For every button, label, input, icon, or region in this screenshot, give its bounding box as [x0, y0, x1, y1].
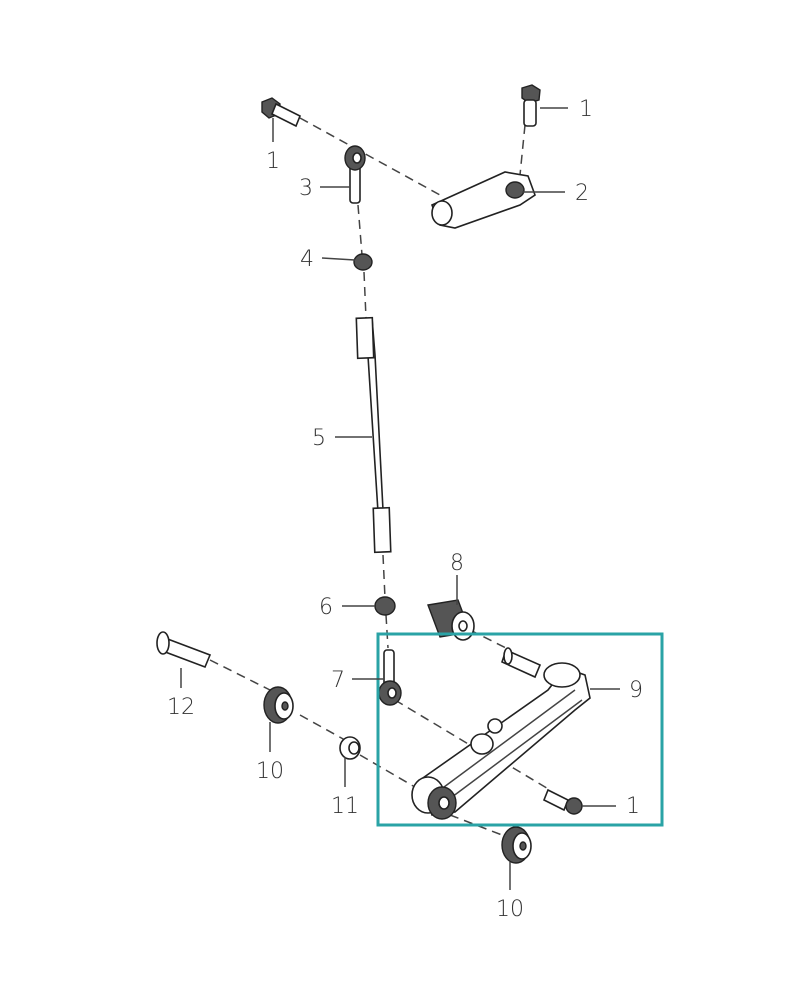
part-bolt-1-lower[interactable] [542, 788, 583, 815]
part-ball-joint-3[interactable] [344, 145, 366, 204]
callout-3: 3 [299, 176, 313, 201]
part-rod-5[interactable] [355, 316, 392, 554]
part-pivot-bolt-12[interactable] [156, 631, 212, 669]
part-spring-8[interactable] [427, 599, 475, 641]
part-nut-4[interactable] [353, 253, 373, 271]
callout-8: 8 [450, 551, 464, 576]
part-lever-9[interactable] [411, 647, 591, 820]
callout-4: 4 [300, 247, 314, 272]
callout-6: 6 [319, 595, 333, 620]
part-nut-6[interactable] [374, 596, 396, 616]
callout-10: 10 [256, 759, 284, 784]
part-bolt-1-top-right[interactable] [521, 84, 541, 127]
part-bearing-10-left[interactable] [263, 686, 294, 724]
callout-1: 1 [579, 97, 593, 122]
callout-11: 11 [331, 794, 359, 819]
callout-7: 7 [331, 668, 345, 693]
highlight-box-lever-assembly [376, 632, 664, 827]
callout-10: 10 [496, 897, 524, 922]
callout-1: 1 [266, 149, 280, 174]
callout-9: 9 [629, 678, 643, 703]
part-bushing-11[interactable] [339, 736, 361, 760]
callout-1: 1 [626, 794, 640, 819]
part-shift-arm-2[interactable] [430, 171, 536, 229]
leader-lines [180, 107, 620, 890]
part-bolt-1-top-left[interactable] [261, 97, 302, 128]
part-ball-joint-7[interactable] [378, 649, 402, 706]
callout-2: 2 [575, 181, 589, 206]
part-bearing-10-right[interactable] [501, 826, 532, 864]
callout-5: 5 [312, 426, 326, 451]
callout-12: 12 [167, 695, 195, 720]
